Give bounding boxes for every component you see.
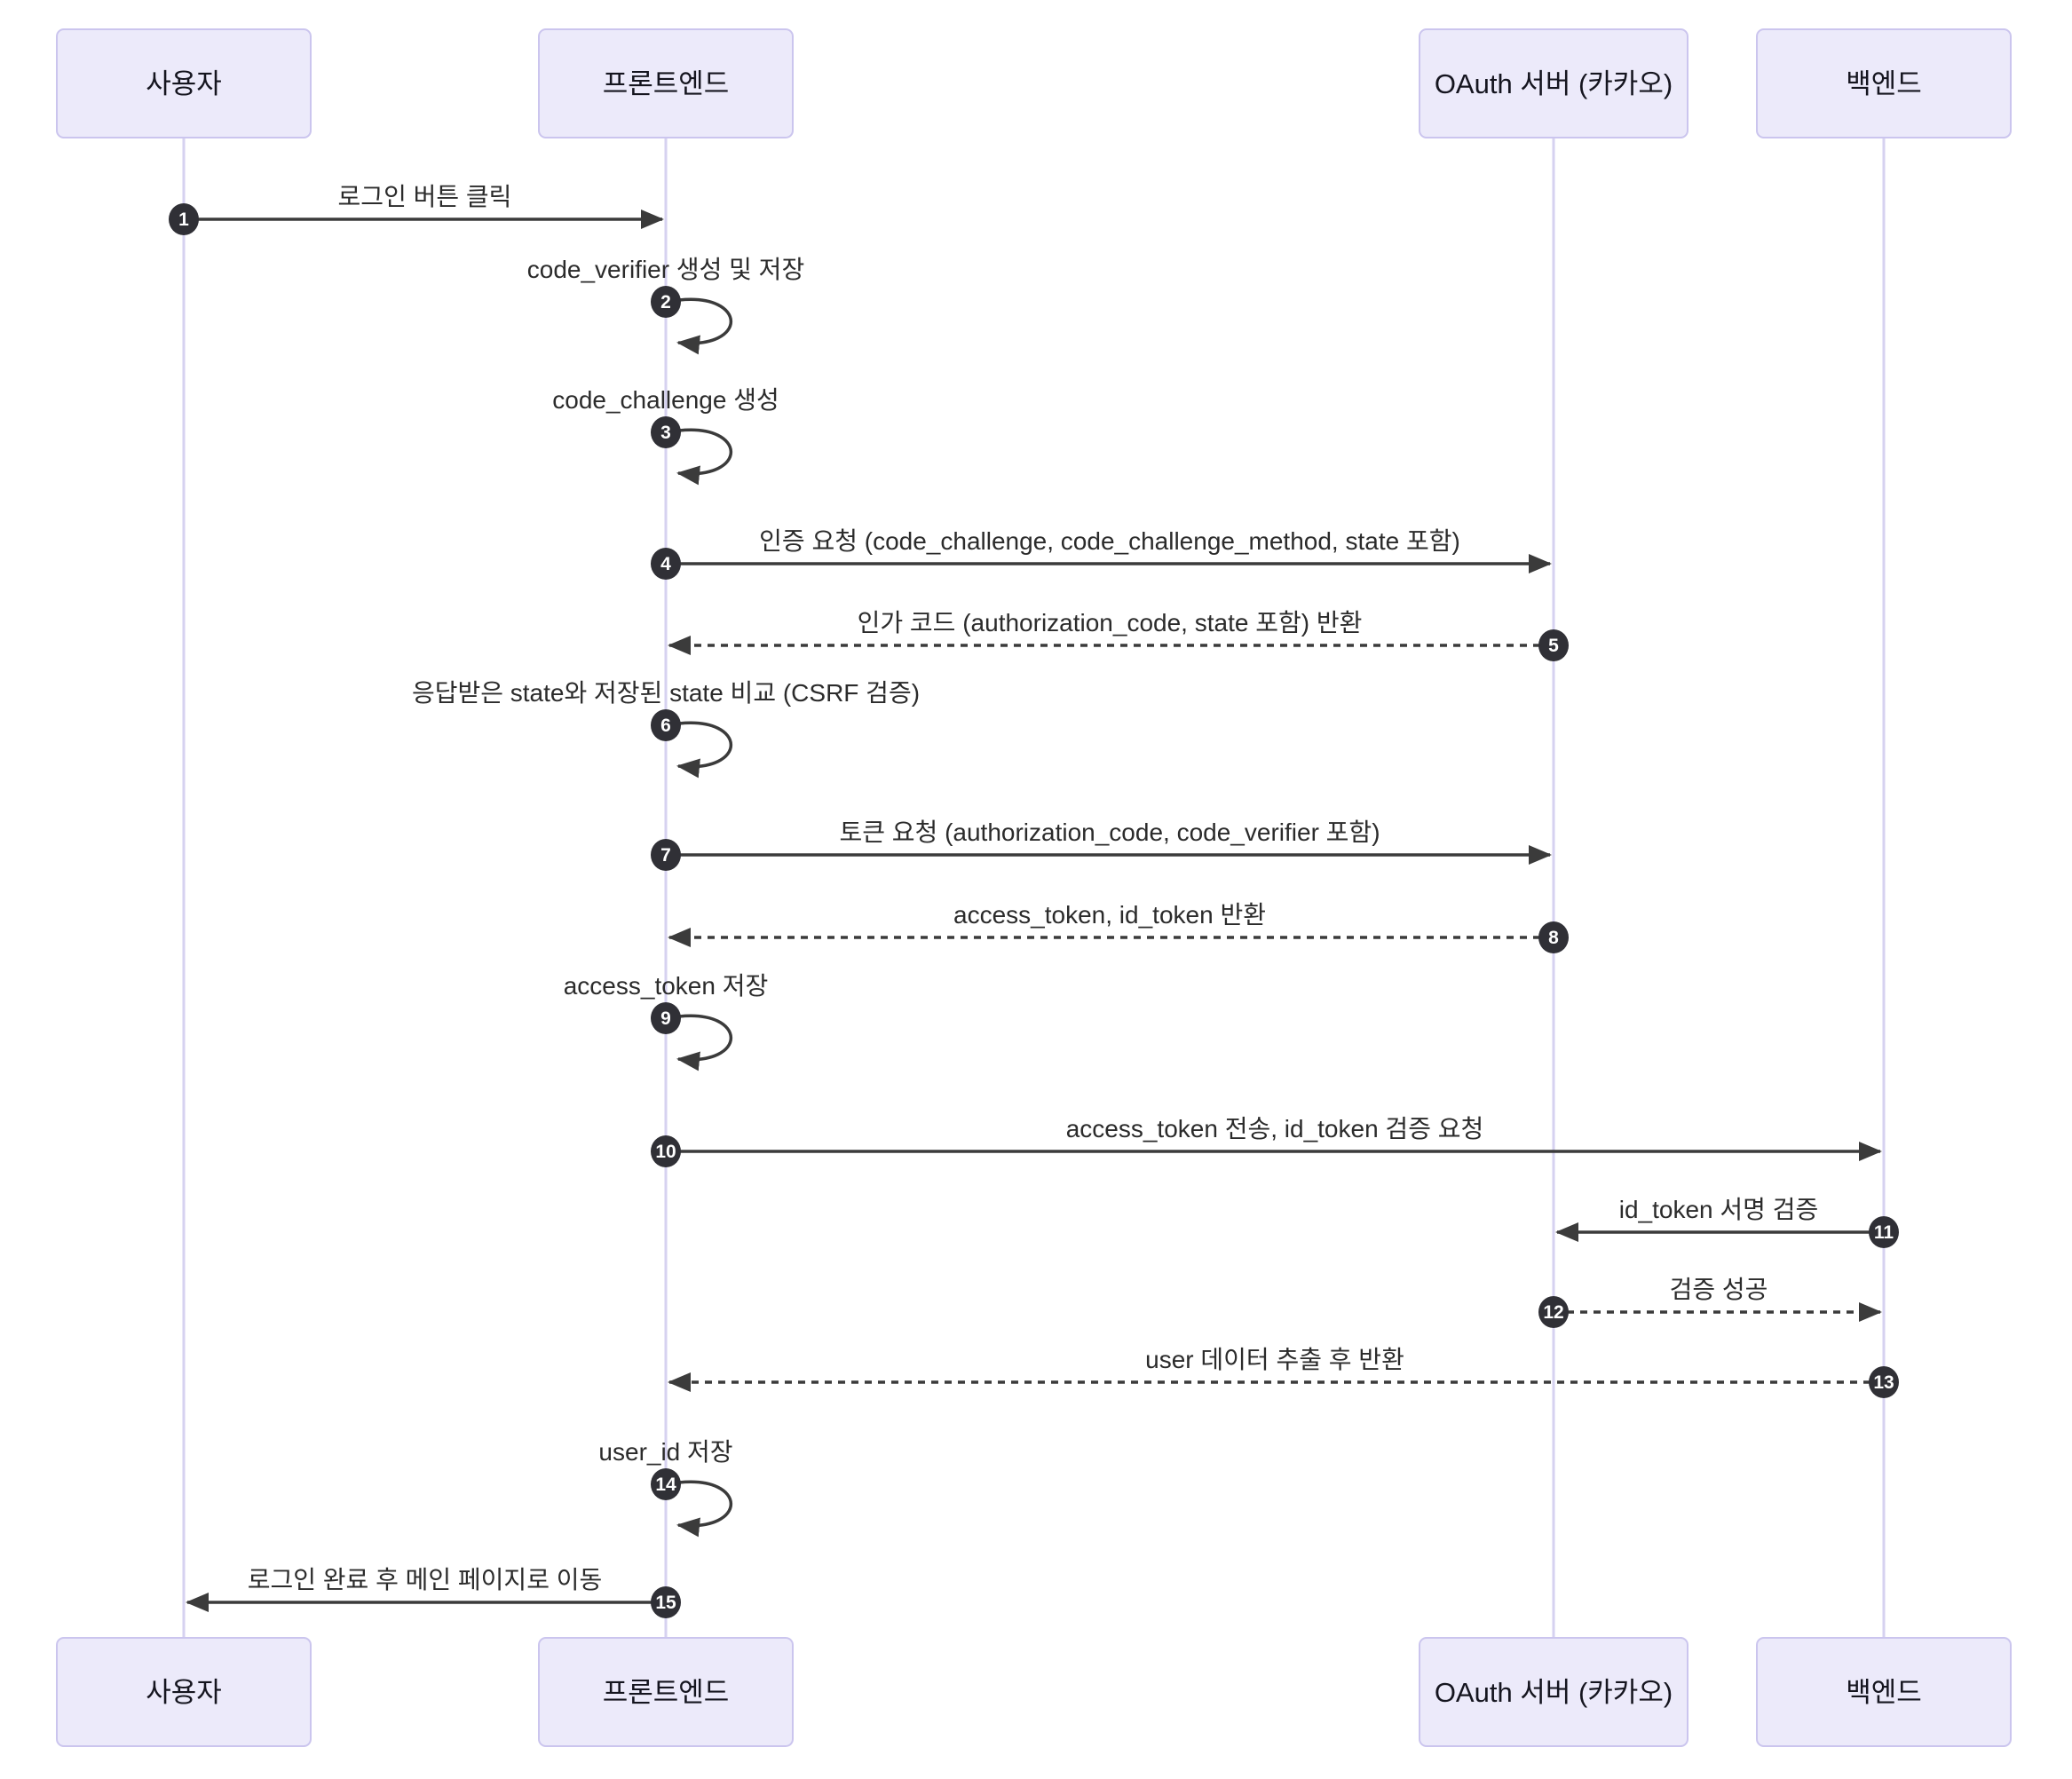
message-label-10: access_token 전송, id_token 검증 요청 (1066, 1115, 1484, 1143)
actor-box-backend-top (1756, 28, 2012, 138)
seq-badge-number-11: 11 (1874, 1222, 1894, 1243)
seq-badge-number-5: 5 (1548, 636, 1559, 656)
message-label-13: user 데이터 추출 후 반환 (1145, 1346, 1404, 1373)
actor-label-backend-bottom: 백엔드 (1846, 1677, 1922, 1708)
seq-badge-number-3: 3 (660, 423, 671, 443)
actor-box-frontend-top (538, 28, 794, 138)
message-label-12: 검증 성공 (1670, 1276, 1768, 1303)
actor-label-user-bottom: 사용자 (146, 1677, 222, 1708)
seq-badge-number-8: 8 (1548, 928, 1559, 948)
actor-box-frontend-bottom (538, 1637, 794, 1747)
message-label-6: 응답받은 state와 저장된 state 비교 (CSRF 검증) (412, 679, 920, 707)
actor-label-backend-top: 백엔드 (1846, 68, 1922, 99)
seq-badge-number-14: 14 (655, 1475, 676, 1495)
seq-badge-number-4: 4 (660, 554, 671, 574)
seq-badge-number-13: 13 (1873, 1372, 1894, 1393)
seq-badge-10 (651, 1135, 681, 1167)
seq-badge-1 (169, 203, 199, 235)
actor-label-oauth-bottom: OAuth 서버 (카카오) (1435, 1677, 1673, 1708)
seq-badge-7 (651, 839, 681, 871)
seq-badge-number-15: 15 (655, 1593, 676, 1613)
seq-badge-13 (1869, 1366, 1899, 1398)
message-label-11: id_token 서명 검증 (1619, 1196, 1818, 1223)
seq-badge-3 (651, 416, 681, 448)
actor-label-oauth-top: OAuth 서버 (카카오) (1435, 68, 1673, 99)
actor-box-backend-bottom (1756, 1637, 2012, 1747)
seq-badge-4 (651, 548, 681, 580)
message-self-loop-14 (676, 1480, 732, 1538)
seq-badge-9 (651, 1002, 681, 1034)
actor-label-frontend-bottom: 프론트엔드 (603, 1677, 730, 1708)
seq-badge-6 (651, 709, 681, 741)
seq-badge-number-1: 1 (178, 210, 189, 230)
message-self-loop-6 (676, 721, 732, 779)
seq-badge-number-12: 12 (1543, 1302, 1563, 1323)
message-label-3: code_challenge 생성 (552, 386, 779, 414)
seq-badge-14 (651, 1468, 681, 1500)
message-label-5: 인가 코드 (authorization_code, state 포함) 반환 (858, 609, 1363, 636)
seq-badge-5 (1538, 629, 1569, 661)
seq-badge-number-7: 7 (660, 845, 671, 866)
seq-badge-number-9: 9 (660, 1008, 671, 1029)
message-label-9: access_token 저장 (564, 972, 769, 1000)
actor-box-user-top (56, 28, 312, 138)
message-label-8: access_token, id_token 반환 (953, 901, 1266, 929)
message-label-1: 로그인 버튼 클릭 (338, 183, 512, 210)
seq-badge-8 (1538, 921, 1569, 953)
seq-badge-number-10: 10 (655, 1142, 676, 1162)
actor-box-oauth-bottom (1419, 1637, 1688, 1747)
message-label-14: user_id 저장 (598, 1438, 732, 1466)
actor-label-frontend-top: 프론트엔드 (603, 68, 730, 99)
seq-badge-15 (651, 1586, 681, 1618)
seq-badge-11 (1869, 1216, 1899, 1248)
seq-badge-number-6: 6 (660, 716, 671, 736)
message-label-2: code_verifier 생성 및 저장 (527, 256, 804, 283)
seq-badge-number-2: 2 (660, 292, 671, 312)
actor-box-user-bottom (56, 1637, 312, 1747)
seq-badge-12 (1538, 1296, 1569, 1328)
actor-label-user-top: 사용자 (146, 68, 222, 99)
seq-badge-2 (651, 286, 681, 318)
message-label-7: 토큰 요청 (authorization_code, code_verifier… (839, 818, 1380, 846)
actor-box-oauth-top (1419, 28, 1688, 138)
message-label-15: 로그인 완료 후 메인 페이지로 이동 (248, 1566, 603, 1593)
message-self-loop-3 (676, 428, 732, 486)
message-label-4: 인증 요청 (code_challenge, code_challenge_me… (759, 527, 1460, 555)
message-self-loop-9 (676, 1014, 732, 1071)
message-self-loop-2 (676, 297, 732, 355)
